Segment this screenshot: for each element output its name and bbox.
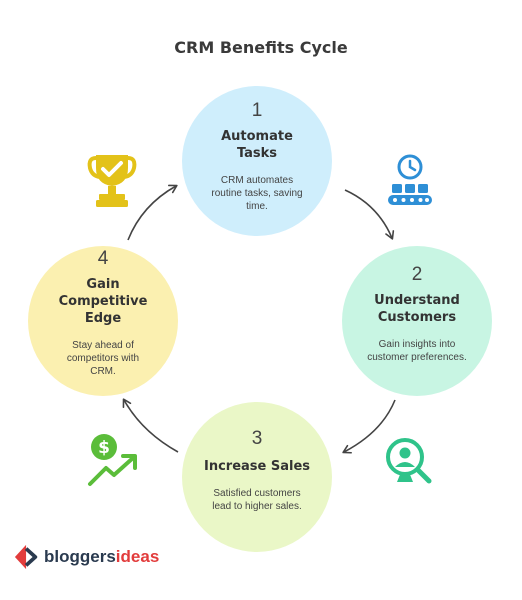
customer-search-icon (386, 438, 432, 484)
step-1-circle: 1 Automate Tasks CRM automates routine t… (182, 86, 332, 236)
step-1-title-line-2: Tasks (236, 146, 278, 161)
step-4-title-line-2: Competitive (58, 294, 148, 309)
step-1-desc-line-2: routine tasks, saving (211, 188, 303, 199)
svg-text:$: $ (98, 438, 110, 458)
step-2-number: 2 (411, 264, 423, 285)
step-2-title-line-2: Customers (377, 310, 457, 325)
step-2-desc-line-2: customer preferences. (367, 352, 467, 363)
conveyor-clock-icon (388, 154, 432, 205)
step-4-title-line-1: Gain (86, 277, 120, 292)
step-1-number: 1 (251, 100, 263, 121)
arrow-2-to-3 (342, 399, 396, 454)
step-1-desc-line-3: time. (246, 201, 268, 212)
step-4-number: 4 (97, 248, 109, 269)
arrow-3-to-4 (122, 398, 179, 453)
step-2-circle: 2 Understand Customers Gain insights int… (342, 246, 492, 396)
step-1-title-line-1: Automate (221, 129, 293, 144)
step-3-desc-line-1: Satisfied customers (213, 488, 301, 499)
step-4-desc-line-1: Stay ahead of (72, 340, 134, 351)
step-3-desc-line-2: lead to higher sales. (212, 501, 302, 512)
arrow-1-to-2 (344, 189, 395, 240)
arrow-4-to-1 (127, 184, 178, 241)
logo-text-accent: ideas (115, 547, 160, 566)
diagram-title: CRM Benefits Cycle (174, 38, 348, 57)
step-2-desc-line-1: Gain insights into (378, 339, 456, 350)
logo-text-main: bloggers (44, 547, 116, 566)
step-4-circle: 4 Gain Competitive Edge Stay ahead of co… (28, 246, 178, 396)
logo-wordmark: bloggersideas (44, 547, 159, 567)
step-2-title-line-1: Understand (374, 293, 460, 308)
step-3-circle: 3 Increase Sales Satisfied customers lea… (182, 402, 332, 552)
step-1-desc-line-1: CRM automates (220, 175, 294, 186)
step-3-number: 3 (251, 428, 263, 449)
trophy-icon (87, 155, 137, 207)
step-4-desc-line-2: competitors with (66, 353, 140, 364)
step-4-desc-line-3: CRM. (90, 366, 116, 377)
dollar-growth-icon: $ (88, 434, 137, 486)
step-4-title-line-3: Edge (84, 311, 122, 326)
step-3-title-line-1: Increase Sales (203, 459, 311, 474)
bloggersideas-logo-icon (14, 544, 38, 570)
